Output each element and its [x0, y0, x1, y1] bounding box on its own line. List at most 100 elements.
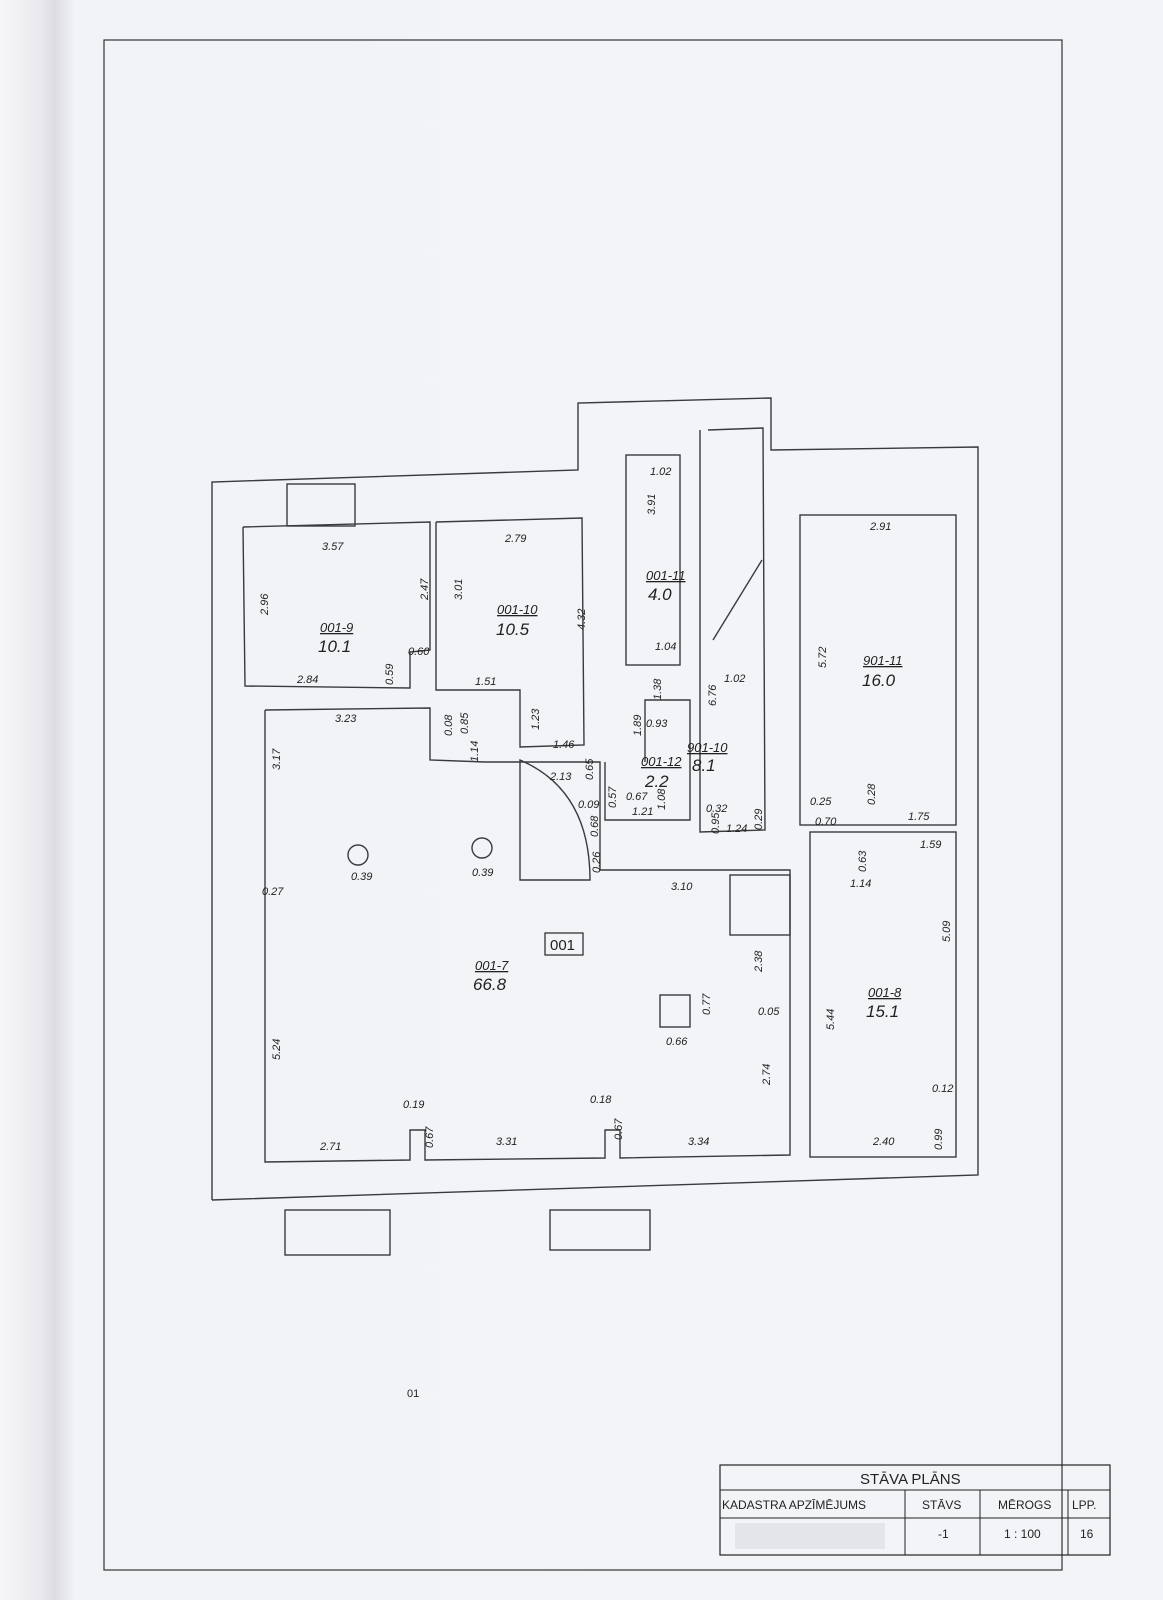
room-id: 001-7 — [475, 958, 509, 973]
dimension-label: 4.32 — [576, 609, 588, 630]
floor-value: -1 — [938, 1527, 949, 1541]
column — [471, 837, 493, 859]
dimension-label: 1.21 — [632, 806, 653, 818]
dimension-label: 0.09 — [578, 799, 599, 811]
building-label-box — [544, 932, 584, 956]
room-area: 10.5 — [496, 620, 530, 639]
room-001-12-wall — [604, 699, 691, 821]
pillar — [659, 994, 691, 1028]
room-id: 001-8 — [868, 985, 902, 1000]
title-block: STĀVA PLĀNS KADASTRA APZĪMĒJUMS STĀVS MĒ… — [719, 1464, 1111, 1556]
dimension-label: 2.96 — [259, 593, 271, 616]
dimension-label: 3.17 — [271, 748, 283, 770]
title-block-title: STĀVA PLĀNS — [860, 1471, 961, 1488]
dimension-label: 3.57 — [322, 541, 344, 553]
dimension-label: 2.47 — [419, 578, 431, 601]
dimension-label: 2.71 — [319, 1141, 341, 1153]
dimension-label: 1.14 — [850, 878, 871, 890]
dimension-label: 5.44 — [825, 1009, 837, 1030]
dimension-label: 0.63 — [857, 850, 869, 872]
room-id: 001-11 — [646, 568, 686, 583]
dimension-label: 0.39 — [472, 867, 493, 879]
dimension-label: 0.19 — [403, 1099, 424, 1111]
dimension-label: 5.72 — [817, 647, 829, 668]
dimension-labels: 1.02 3.91 1.04 2.91 3.57 2.79 2.96 2.47 3.01 4.32… — [259, 466, 953, 1153]
room-901-10-wall — [699, 427, 766, 833]
dimension-label: 3.01 — [453, 579, 465, 600]
dimension-label: 0.28 — [866, 783, 878, 805]
dimension-label: 0.25 — [810, 796, 832, 808]
window-top — [286, 483, 356, 527]
dimension-label: 1.04 — [655, 641, 676, 653]
dimension-label: 5.24 — [271, 1039, 283, 1060]
dimension-label: 0.70 — [815, 816, 837, 828]
dimension-label: 0.67 — [424, 1126, 436, 1148]
dimension-label: 0.57 — [607, 786, 619, 808]
walls — [211, 397, 979, 1256]
dimension-label: 0.67 — [613, 1118, 625, 1140]
room-id: 001-10 — [497, 602, 538, 617]
dimension-label: 1.89 — [632, 715, 644, 736]
scale-value: 1 : 100 — [1004, 1527, 1041, 1541]
dimension-label: 2.13 — [549, 771, 572, 783]
dimension-label: 0.18 — [590, 1094, 612, 1106]
dimension-label: 3.23 — [335, 713, 357, 725]
dimension-label: 0.32 — [706, 803, 727, 815]
redacted-cadastre-value — [735, 1523, 885, 1549]
dimension-label: 1.46 — [553, 739, 575, 751]
room-id: 001-9 — [320, 620, 353, 635]
spiral-stair — [519, 758, 591, 881]
dimension-label: 2.91 — [869, 521, 891, 533]
dimension-label: 1.02 — [724, 673, 745, 685]
dimension-label: 0.59 — [384, 664, 396, 685]
dimension-label: 3.31 — [496, 1136, 517, 1148]
page-frame — [103, 39, 1063, 1571]
dimension-label: 3.10 — [671, 881, 693, 893]
dimension-label: 0.99 — [933, 1129, 945, 1150]
dimension-label: 0.65 — [584, 758, 596, 780]
dimension-label: 0.60 — [408, 646, 430, 658]
stair-line — [712, 559, 763, 641]
dimension-label: 0.39 — [351, 871, 372, 883]
dimension-label: 1.02 — [650, 466, 671, 478]
room-area: 4.0 — [648, 585, 672, 604]
dimension-label: 1.38 — [652, 678, 664, 700]
dimension-label: 0.26 — [591, 851, 603, 873]
room-001-8-wall — [809, 831, 957, 1158]
dimension-label: 3.91 — [646, 494, 658, 515]
stair-block — [729, 874, 791, 936]
dimension-label: 2.74 — [761, 1064, 773, 1086]
header-cadastre: KADASTRA APZĪMĒJUMS — [722, 1498, 866, 1512]
room-area: 16.0 — [862, 671, 896, 690]
dimension-label: 0.29 — [753, 809, 765, 830]
dimension-label: 1.59 — [920, 839, 941, 851]
room-area: 10.1 — [318, 637, 351, 656]
dimension-label: 1.75 — [908, 811, 930, 823]
footer-mark: 01 — [407, 1388, 419, 1400]
dimension-label: 1.14 — [469, 741, 481, 762]
room-area: 66.8 — [473, 975, 507, 994]
room-001-11-wall — [625, 454, 681, 666]
dimension-label: 0.05 — [758, 1006, 780, 1018]
header-floor: STĀVS — [922, 1498, 961, 1512]
building-label: 001 — [550, 937, 575, 954]
room-area: 15.1 — [866, 1002, 899, 1021]
room-901-11-wall — [799, 514, 957, 826]
dimension-label: 0.67 — [626, 791, 648, 803]
dimension-label: 0.27 — [262, 886, 284, 898]
dimension-label: 3.34 — [688, 1136, 709, 1148]
dimension-label: 0.68 — [589, 815, 601, 837]
room-id: 901-11 — [863, 653, 903, 668]
room-id: 001-12 — [641, 754, 682, 769]
dimension-label: 1.51 — [475, 676, 496, 688]
dimension-label: 1.23 — [530, 708, 542, 730]
header-scale: MĒROGS — [998, 1498, 1051, 1512]
room-id: 901-10 — [687, 740, 728, 755]
dimension-label: 0.95 — [710, 812, 722, 834]
dimension-label: 0.66 — [666, 1036, 688, 1048]
dimension-label: 2.38 — [753, 950, 765, 973]
dimension-label: 2.79 — [504, 533, 526, 545]
room-001-9-wall — [242, 521, 431, 689]
header-page: LPP. — [1072, 1498, 1096, 1512]
